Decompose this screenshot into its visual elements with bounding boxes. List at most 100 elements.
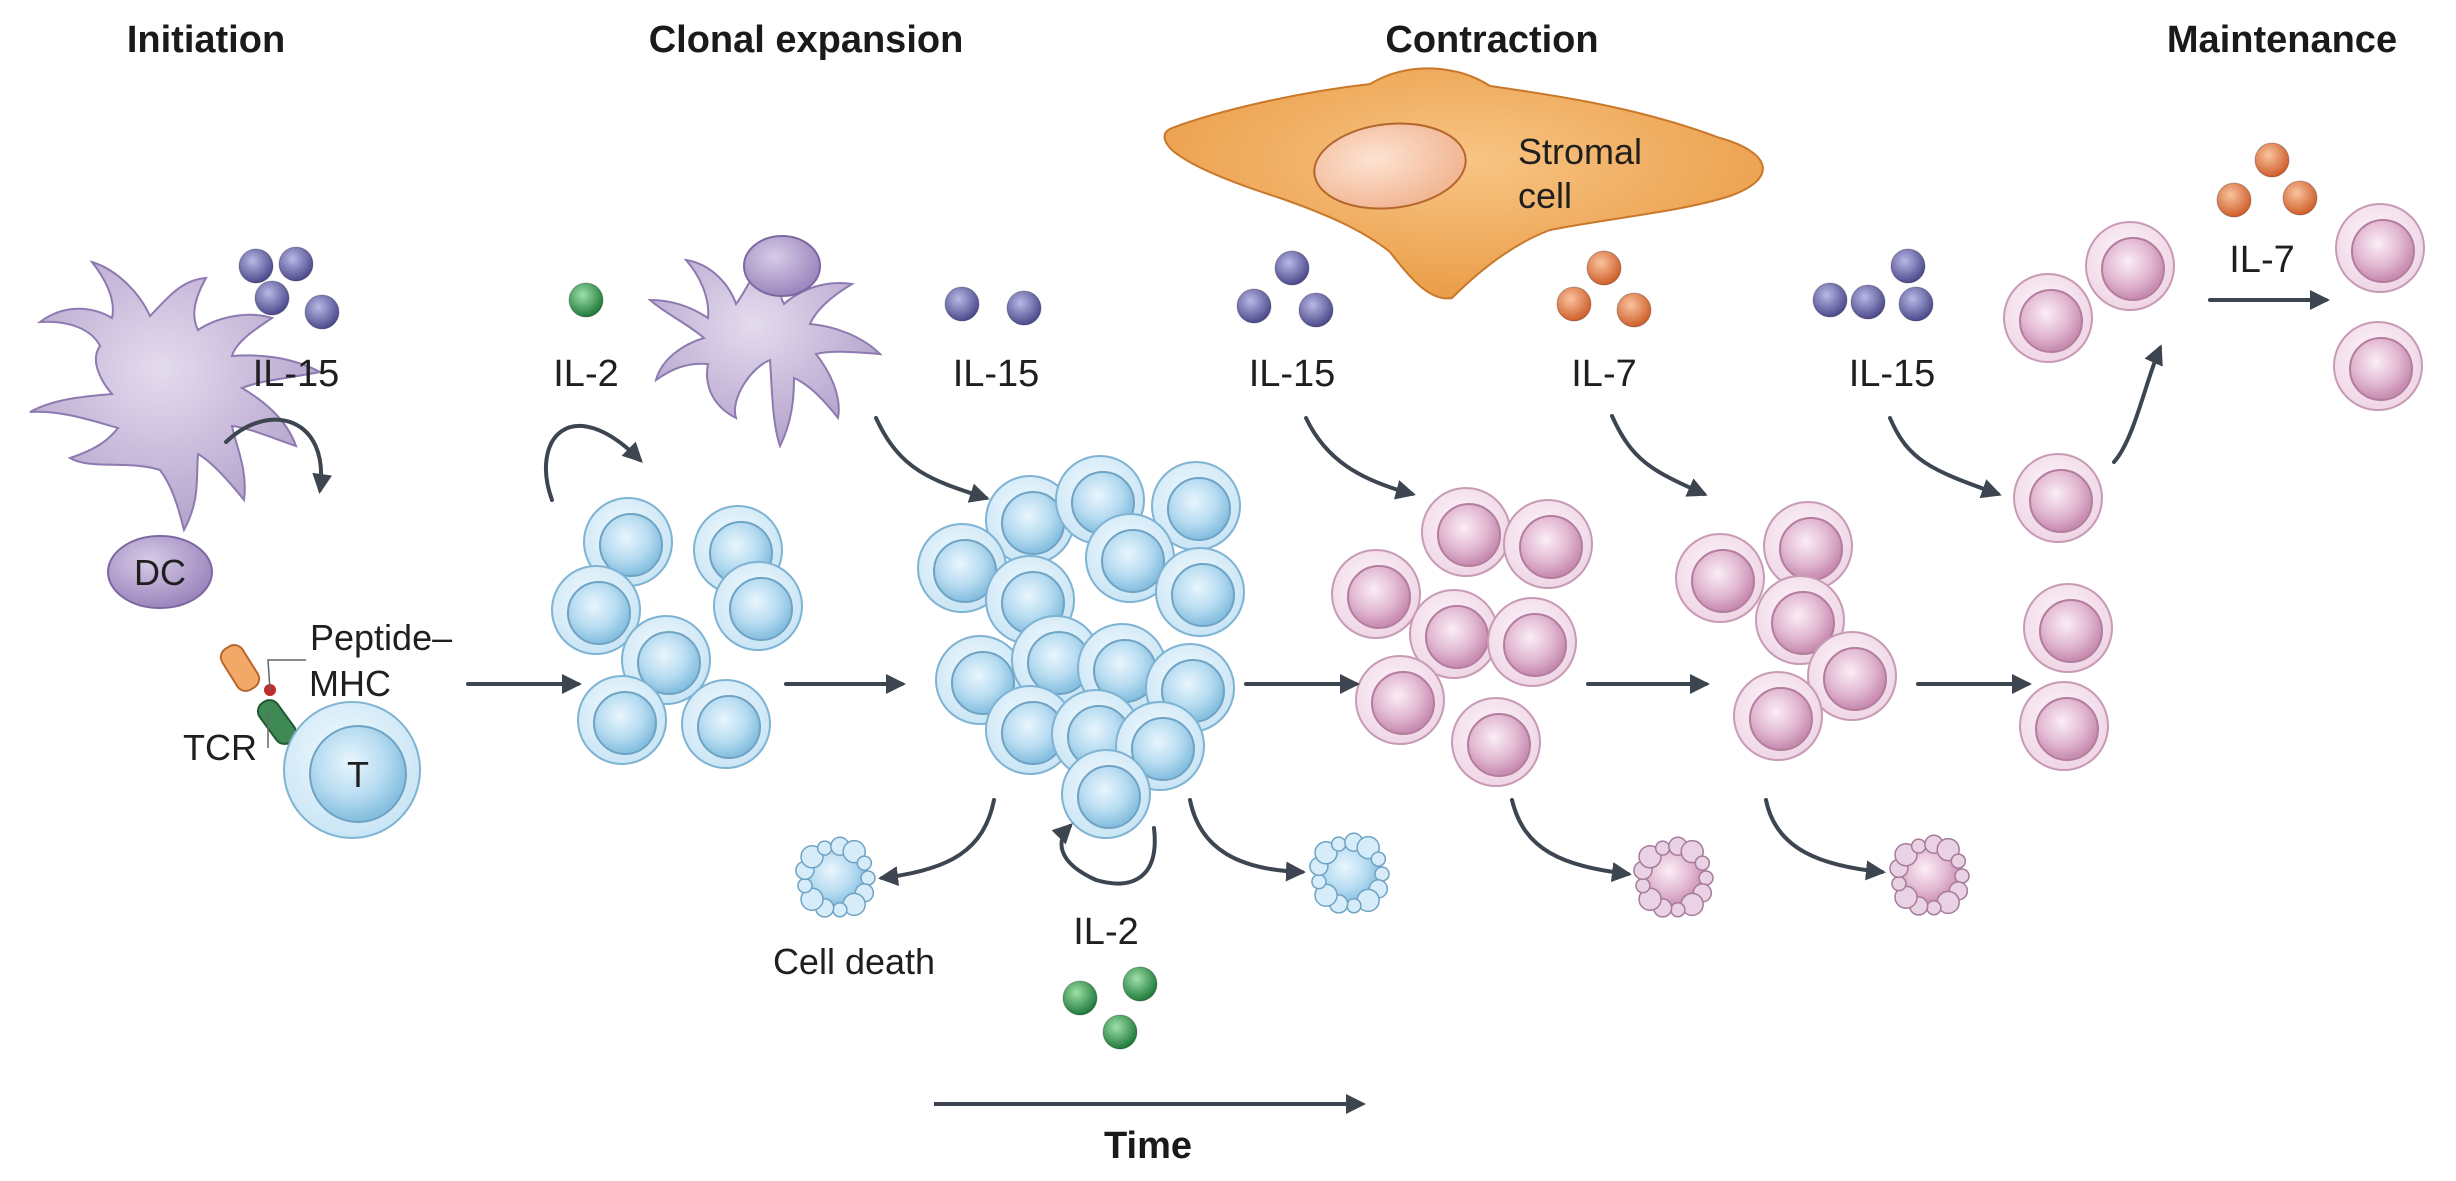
il7-molecule: [1556, 286, 1592, 322]
il15-molecule: [1850, 284, 1886, 320]
il15-molecule: [1898, 286, 1934, 322]
il2-molecule: [568, 282, 604, 318]
cytokine-layer: [238, 142, 2318, 1050]
mhc-label: MHC: [309, 663, 391, 704]
effector-cell: [985, 475, 1075, 565]
il2-autocrine-label: IL-2: [553, 353, 618, 395]
il15-delivery-arrow: [874, 416, 990, 503]
tcr-label: TCR: [183, 727, 257, 768]
il15-dc-label: IL-15: [953, 353, 1040, 395]
stromal-label-line2: cell: [1518, 175, 1572, 216]
effector-cell: [985, 685, 1075, 775]
il15-molecule: [278, 246, 314, 282]
cells-layer: [551, 203, 2425, 918]
il15-molecule: [304, 294, 340, 330]
effector-cell: [1061, 749, 1151, 839]
il15-molecule: [1812, 282, 1848, 318]
il7-contraction-label: IL-7: [1571, 353, 1636, 395]
phase-title-clonal-expansion: Clonal expansion: [649, 19, 964, 61]
memory-cell: [2003, 273, 2093, 363]
memory-precursor-cell: [1331, 549, 1421, 639]
apoptotic-cell: [1633, 836, 1714, 918]
effector-cell: [1011, 615, 1101, 705]
il15-delivery-arrow: [1304, 416, 1416, 500]
memory-cell: [2023, 583, 2113, 673]
il15-molecule: [254, 280, 290, 316]
il7-molecule: [2282, 180, 2318, 216]
dc-nucleus: [107, 535, 213, 609]
dc-expansion-nucleus: [743, 235, 821, 297]
il2-molecule: [1062, 980, 1098, 1016]
il7-molecule: [2254, 142, 2290, 178]
il15-molecule: [1274, 250, 1310, 286]
memory-precursor-cell: [1675, 533, 1765, 623]
phase-title-maintenance: Maintenance: [2167, 19, 2397, 61]
effector-cell: [681, 679, 771, 769]
memory-precursor-cell: [1733, 671, 1823, 761]
peptide-mhc-leader: [267, 659, 306, 691]
death-arrow: [1188, 798, 1306, 882]
il15-molecule: [1890, 248, 1926, 284]
cell-death-label: Cell death: [773, 941, 935, 982]
il7-molecule: [1616, 292, 1652, 328]
il15-molecule: [1236, 288, 1272, 324]
memory-cell: [2335, 203, 2425, 293]
il15-memory-label: IL-15: [1849, 353, 1936, 395]
memory-precursor-cell: [1755, 575, 1845, 665]
death-arrow: [1764, 798, 1886, 881]
dendritic-cell-expansion: [647, 235, 883, 449]
il7-molecule: [2216, 182, 2252, 218]
memory-precursor-cell: [1763, 501, 1853, 591]
stromal-cell: Stromal cell: [1163, 67, 1764, 300]
naive-t-cell: T: [283, 701, 421, 839]
il2-feedback-arrow: [1051, 823, 1157, 886]
arrow-layer: [224, 290, 2330, 887]
memory-cell: [2013, 453, 2103, 543]
memory-precursor-cell: [1409, 589, 1499, 679]
effector-cell: [577, 675, 667, 765]
il15-molecule: [1298, 292, 1334, 328]
effector-cell: [917, 523, 1007, 613]
il15-contraction-label: IL-15: [1249, 353, 1336, 395]
il15-molecule: [1006, 290, 1042, 326]
il7-molecule: [1586, 250, 1622, 286]
memory-precursor-cell: [1807, 631, 1897, 721]
death-arrow: [1510, 798, 1632, 882]
peptide-mhc-tcr-complex: Peptide– MHC TCR: [183, 617, 452, 768]
memory-precursor-cell: [1487, 597, 1577, 687]
apoptotic-cell: [1889, 834, 1970, 916]
phase-title-contraction: Contraction: [1385, 19, 1598, 61]
apoptotic-cell: [1309, 832, 1390, 914]
memory-cell: [2333, 321, 2423, 411]
dc-label: DC: [134, 552, 186, 593]
effector-cell: [551, 565, 641, 655]
memory-precursor-cell: [1421, 487, 1511, 577]
stromal-nucleus: [1313, 122, 1467, 210]
stromal-label-line1: Stromal: [1518, 131, 1642, 172]
mhc-molecule: [219, 644, 261, 692]
il7-delivery-arrow: [1610, 414, 1708, 497]
apoptotic-cell: [795, 836, 876, 918]
death-arrow: [878, 798, 996, 887]
effector-cell: [1085, 513, 1175, 603]
memory-precursor-cell: [1503, 499, 1593, 589]
il15-molecule: [944, 286, 980, 322]
effector-cell: [1151, 461, 1241, 551]
maintenance-arrow: [2112, 344, 2163, 464]
il2-molecule: [1102, 1014, 1138, 1050]
effector-cell: [713, 561, 803, 651]
il2-autocrine-arrow: [543, 424, 643, 502]
dendritic-cell: DC: [29, 260, 323, 609]
il15-delivery-arrow: [1888, 416, 2002, 499]
peptide-label: Peptide–: [310, 617, 452, 658]
phase-title-initiation: Initiation: [127, 19, 285, 61]
time-label: Time: [1104, 1125, 1192, 1167]
il7-maintenance-label: IL-7: [2229, 239, 2294, 281]
memory-cell: [2085, 221, 2175, 311]
il15-binding-arrow: [224, 417, 333, 494]
il2-molecule: [1122, 966, 1158, 1002]
effector-cell: [583, 497, 673, 587]
memory-cell: [2019, 681, 2109, 771]
